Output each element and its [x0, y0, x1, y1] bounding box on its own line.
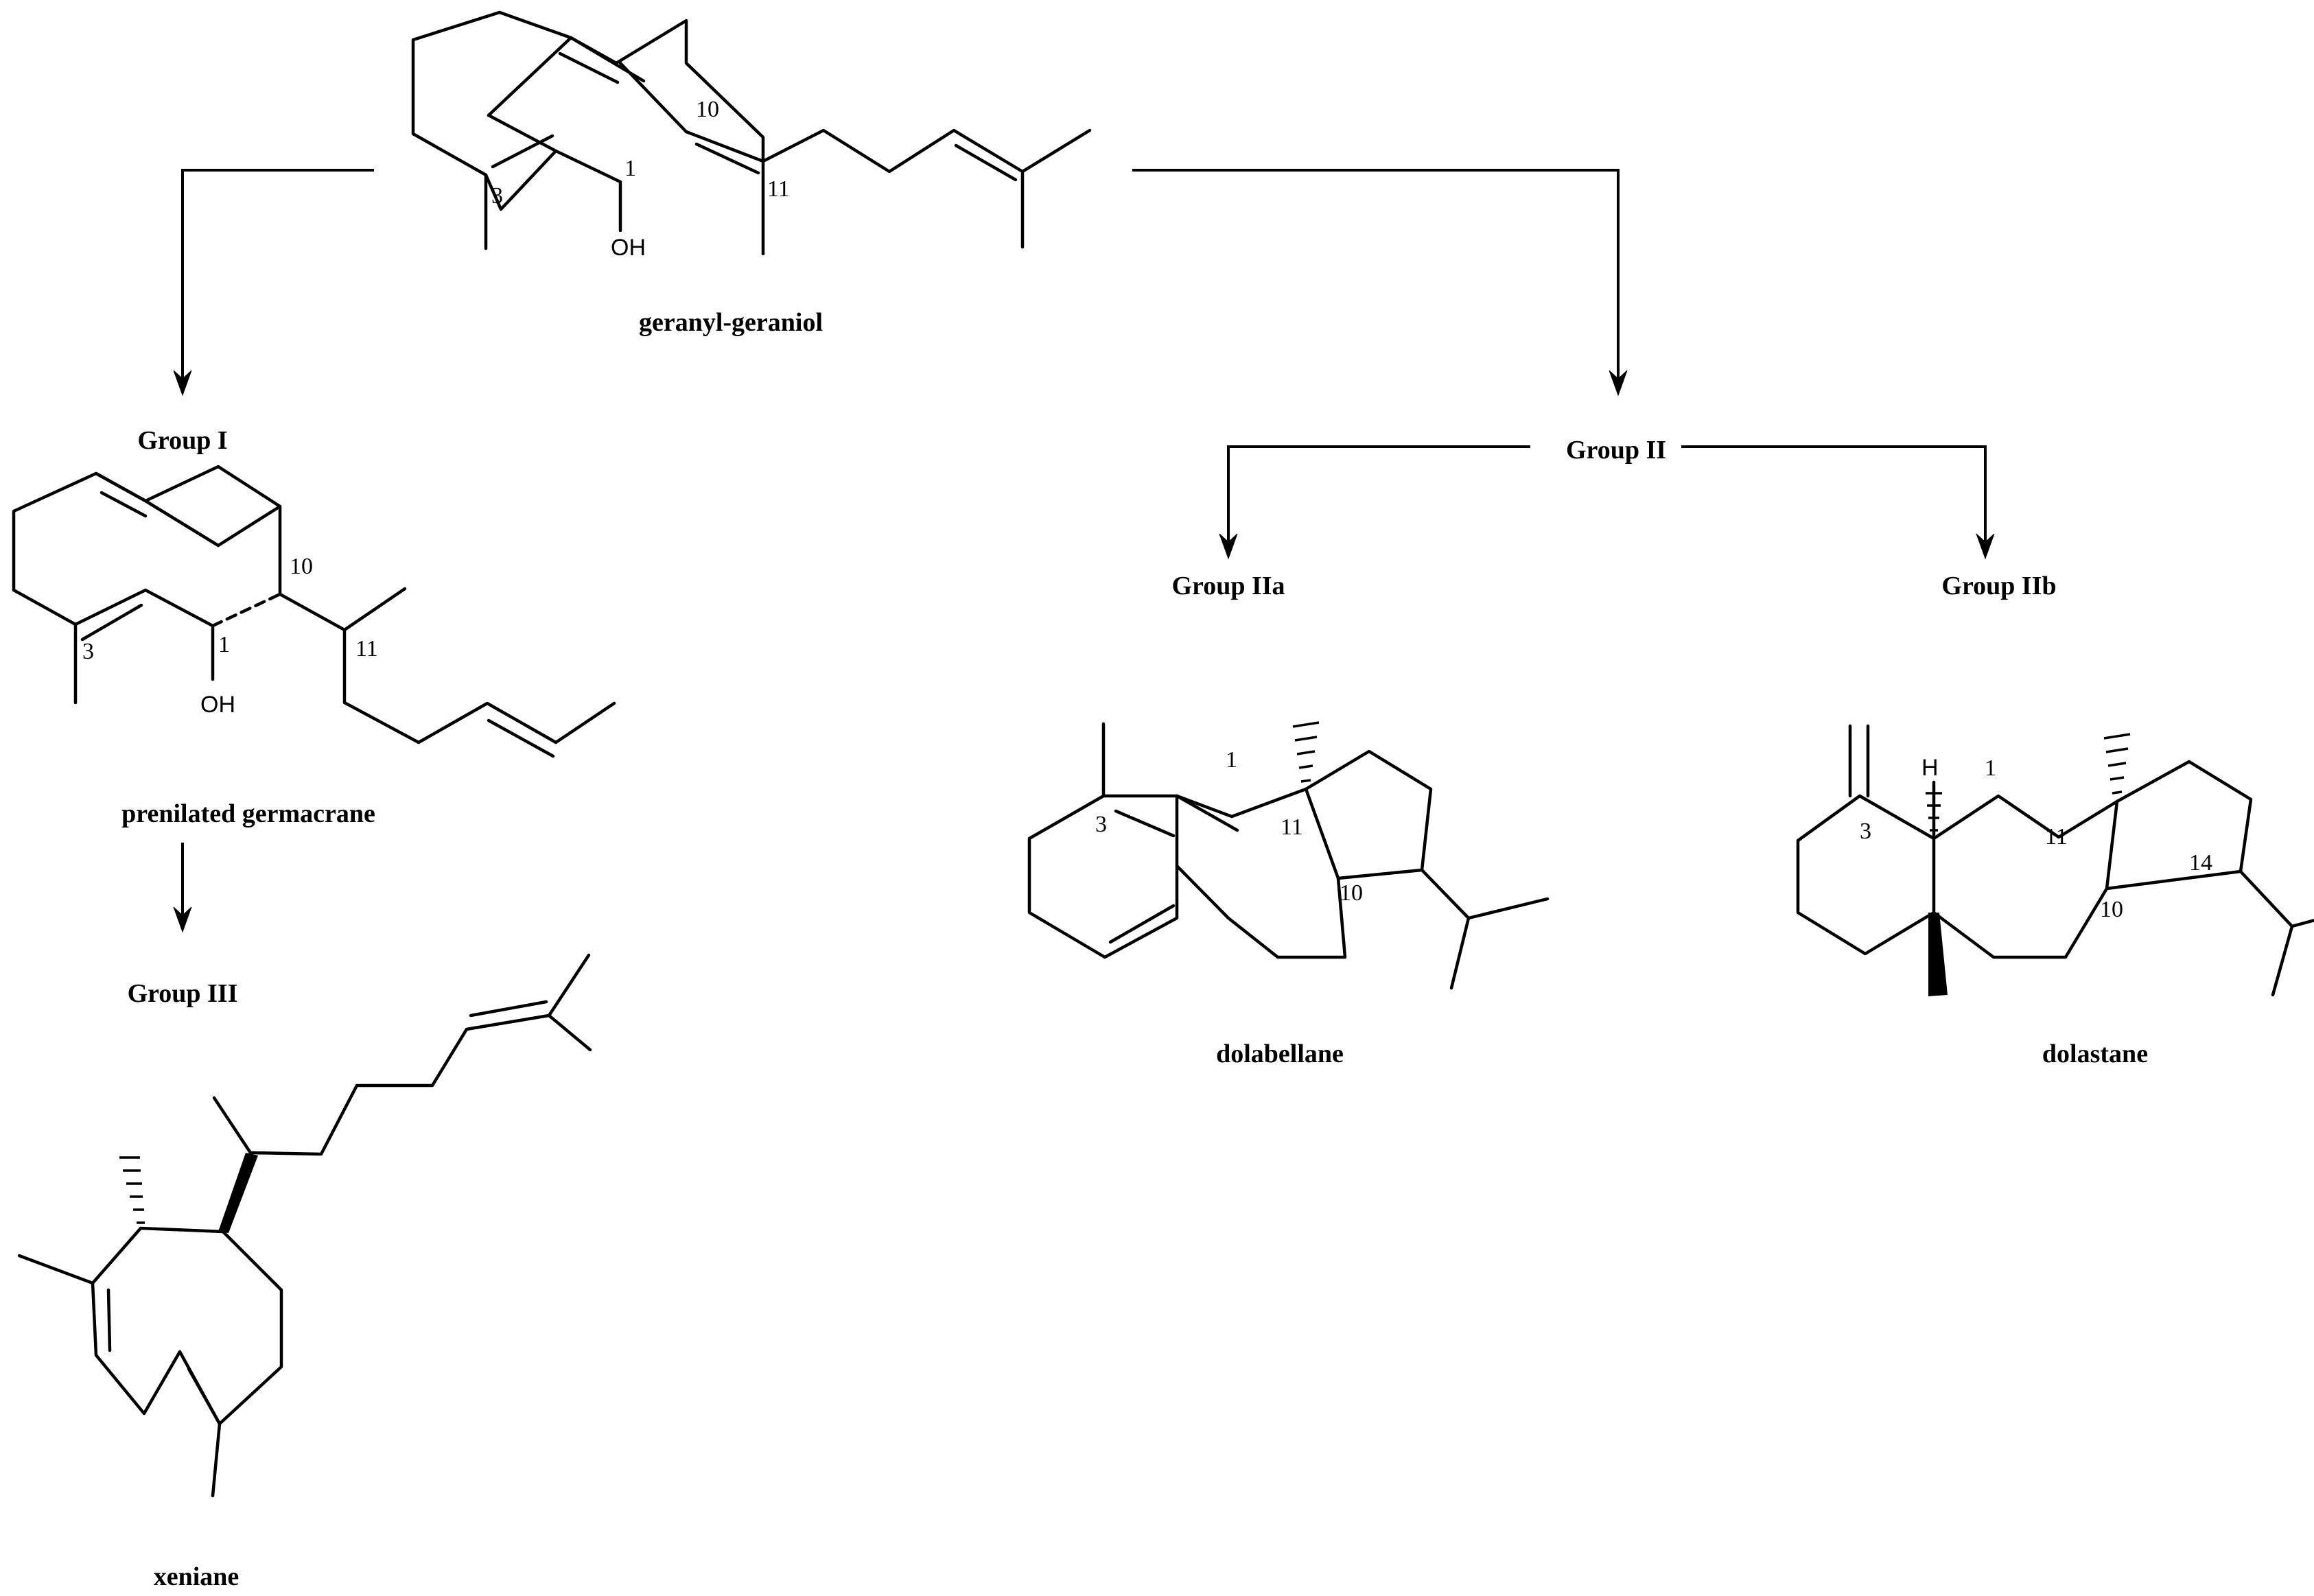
- dolastane-locant-1: 1: [1985, 755, 1996, 781]
- dolastane-locant-3: 3: [1860, 819, 1871, 844]
- dolastane-h-label: H: [1921, 755, 1939, 781]
- group-iib-label: Group IIb: [1941, 572, 2056, 600]
- group-iia-label: Group IIa: [1171, 572, 1285, 600]
- prenilated-germacrane-label: prenilated germacrane: [121, 799, 375, 828]
- dolabellane-locant-10: 10: [1340, 880, 1363, 906]
- dolabellane-label: dolabellane: [1216, 1040, 1344, 1068]
- dolastane-structure: [1796, 724, 2314, 997]
- group-iii-label: Group III: [128, 979, 238, 1008]
- dolastane-locant-11: 11: [2045, 824, 2068, 849]
- dolastane-hashed-wedge: [2103, 733, 2131, 795]
- xeniane-structure: [17, 953, 592, 1498]
- dolabellane-hashed-wedge: [1292, 721, 1320, 783]
- prenilated-germacrane-structure: [12, 465, 616, 758]
- arrow-to-group-iib: [1681, 445, 1995, 560]
- arrow-to-group-ii: [1132, 169, 1628, 397]
- germacrane-locant-11: 11: [355, 636, 378, 661]
- dolabellane-locant-11: 11: [1281, 814, 1303, 840]
- arrow-to-group-iia: [1219, 445, 1530, 560]
- xeniane-label: xeniane: [154, 1562, 239, 1591]
- xeniane-hashed-wedge: [119, 1156, 145, 1224]
- ggoh-locant-10: 10: [696, 97, 719, 122]
- ggoh-locant-3: 3: [491, 183, 503, 209]
- dolastane-locant-14: 14: [2189, 850, 2212, 876]
- dolabellane-locant-3: 3: [1095, 812, 1107, 837]
- group-i-label: Group I: [137, 426, 227, 455]
- germacrane-locant-1: 1: [218, 632, 230, 657]
- arrows: [173, 169, 1995, 933]
- dolastane-label: dolastane: [2042, 1040, 2148, 1068]
- dolastane-locant-10: 10: [2100, 897, 2123, 922]
- geranyl-geraniol-label: geranyl-geraniol: [639, 308, 823, 337]
- ggoh-oh-label: OH: [611, 235, 646, 261]
- dolastane-hashed-wedge-h: [1926, 792, 1942, 832]
- germacrane-locant-10: 10: [290, 554, 313, 579]
- ggoh-locant-11: 11: [767, 176, 790, 202]
- germacrane-locant-3: 3: [82, 639, 94, 664]
- geranyl-geraniol-structure: [411, 10, 1092, 256]
- germacrane-oh-label: OH: [200, 692, 235, 718]
- dolabellane-structure: [1027, 721, 1550, 990]
- dolabellane-locant-1: 1: [1226, 747, 1237, 773]
- arrow-to-group-i: [173, 169, 374, 397]
- ggoh-locant-1: 1: [624, 156, 636, 181]
- group-ii-label: Group II: [1566, 436, 1666, 465]
- arrow-to-group-iii: [173, 843, 192, 933]
